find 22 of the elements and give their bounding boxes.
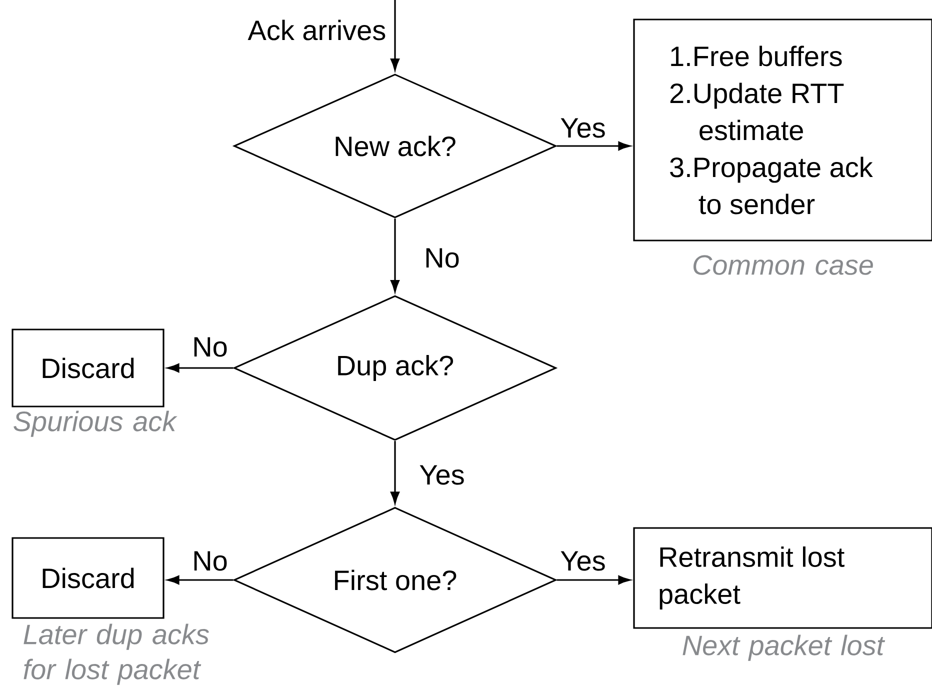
edge-label: No [191,550,229,572]
node-caption: Next packet lost [682,634,886,661]
edge-label: No [423,247,461,269]
arrow [167,576,234,584]
arrow [390,441,400,504]
node-caption: Common case [694,255,873,275]
edge-label: Yes [559,550,607,572]
outcome-box: Discard [12,537,164,619]
arrow [390,0,400,71]
edge-label: Yes [418,464,466,486]
process-box: 1.Free buffers 2.Update RTT estimate 3.Propagate ack to sender [633,18,932,242]
node-caption: Spurious ack [14,410,178,437]
outcome-box: Discard [12,328,164,408]
arrow [556,576,630,584]
edge-label: Ack arrives [246,18,388,42]
arrow [556,142,630,150]
node-caption: Later dup acks for lost packet [24,624,209,685]
edge-label: Yes [559,117,607,139]
process-box: Retransmit lost packet [633,527,932,629]
edge-label: No [191,336,229,358]
arrow [167,364,234,372]
arrow [390,218,400,292]
